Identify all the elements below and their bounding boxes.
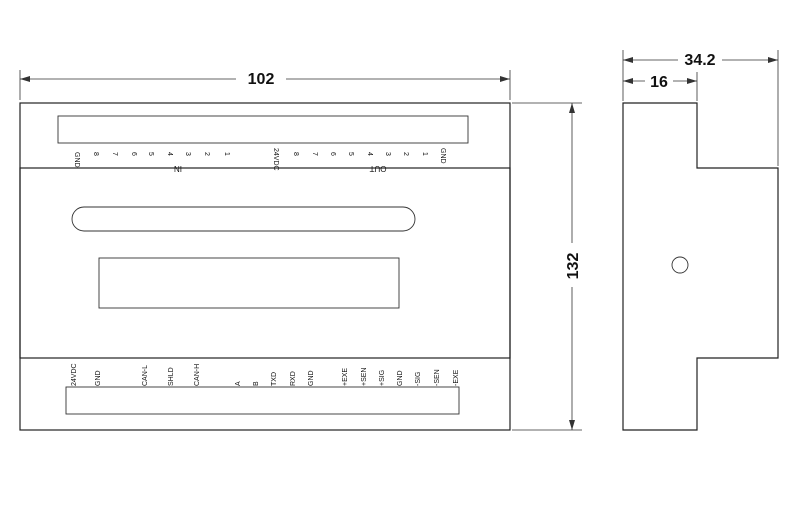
bottom-pin-label: SHLD xyxy=(168,367,175,386)
bottom-pin-label: CAN-L xyxy=(142,365,149,386)
in-pin-label: 2 xyxy=(203,152,210,156)
out-pin-label: 4 xyxy=(366,152,373,156)
in-pin-label: 1 xyxy=(223,152,230,156)
mounting-hole xyxy=(671,256,689,274)
front-cover-panel xyxy=(19,167,511,359)
in-pin-label: 5 xyxy=(147,152,154,156)
bottom-pin-label: -SIG xyxy=(415,372,422,386)
out-pin-label: 24VDC xyxy=(272,148,279,171)
in-pin-label: 8 xyxy=(92,152,99,156)
bottom-pin-label: +SEN xyxy=(361,368,368,386)
in-pin-label: 7 xyxy=(111,152,118,156)
display-window xyxy=(98,257,400,309)
in-group-label: IN xyxy=(174,164,182,173)
width-dimension: 102 xyxy=(19,68,511,100)
out-pin-label: 6 xyxy=(329,152,336,156)
label-slot xyxy=(71,206,416,232)
out-pin-label: 3 xyxy=(384,152,391,156)
in-pin-label: GND xyxy=(73,152,80,168)
partial-depth-dimension: 16 xyxy=(623,72,698,101)
bottom-pin-label: -SEN xyxy=(434,369,441,386)
bottom-terminal-block xyxy=(65,386,460,415)
in-pin-label: 3 xyxy=(184,152,191,156)
bottom-pin-label: CAN-H xyxy=(194,364,201,386)
height-dimension: 132 xyxy=(512,102,582,431)
bottom-pin-label: -EXE xyxy=(453,369,460,386)
in-pin-label: 4 xyxy=(166,152,173,156)
bottom-pin-label: A xyxy=(235,381,242,386)
out-pin-label: 7 xyxy=(311,152,318,156)
depth-dimension-value: 34.2 xyxy=(684,52,715,69)
bottom-pin-label: 24VDC xyxy=(71,363,78,386)
out-pin-label: 5 xyxy=(347,152,354,156)
out-pin-label: 2 xyxy=(402,152,409,156)
depth-dimension: 34.2 xyxy=(622,50,779,166)
width-dimension-value: 102 xyxy=(248,71,275,88)
bottom-pin-label: TXD xyxy=(271,372,278,386)
out-pin-label: 1 xyxy=(421,152,428,156)
in-pin-label: 6 xyxy=(130,152,137,156)
bottom-pin-label: +EXE xyxy=(342,368,349,386)
out-pin-label: 8 xyxy=(292,152,299,156)
bottom-pin-label: GND xyxy=(95,370,102,386)
top-terminal-block xyxy=(57,115,469,144)
side-view-outline xyxy=(622,102,779,431)
partial-depth-dimension-value: 16 xyxy=(650,74,668,91)
out-group-label: OUT xyxy=(369,164,386,173)
height-dimension-value: 132 xyxy=(565,253,582,280)
bottom-pin-label: RXD xyxy=(290,371,297,386)
bottom-pin-label: +SIG xyxy=(379,370,386,386)
bottom-pin-label: GND xyxy=(397,370,404,386)
bottom-pin-label: GND xyxy=(308,370,315,386)
bottom-pin-label: B xyxy=(253,381,260,386)
out-pin-label: GND xyxy=(439,148,446,164)
